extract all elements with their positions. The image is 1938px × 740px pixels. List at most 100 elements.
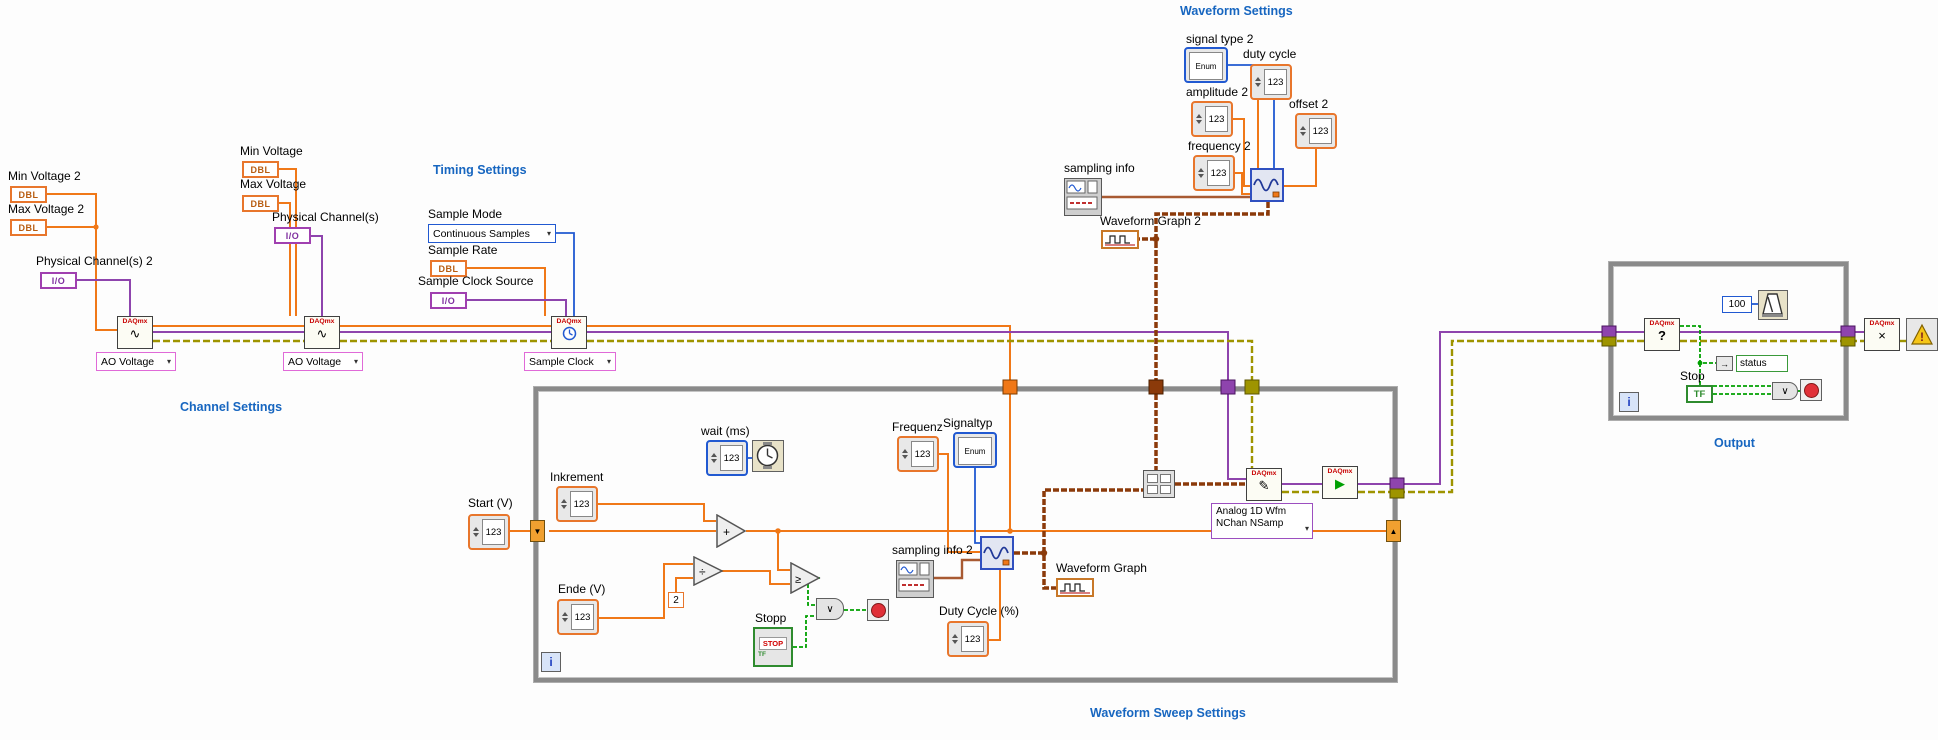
- wire-dbl: [599, 563, 693, 619]
- terminal-min-voltage-2[interactable]: DBL: [10, 186, 47, 203]
- terminal-sample-clock-source[interactable]: I/O: [430, 292, 467, 309]
- loop-condition-terminal-sweep[interactable]: [867, 599, 889, 621]
- shift-register-up-icon: ▲: [1389, 526, 1398, 536]
- basic-function-generator-vi[interactable]: [1250, 168, 1284, 202]
- label-sample-mode: Sample Mode: [428, 207, 503, 221]
- increment-decrement-icon[interactable]: [562, 604, 569, 630]
- numeric-control-wait-ms[interactable]: 123: [706, 440, 748, 476]
- play-icon: ▶: [1335, 476, 1345, 491]
- build-array-node[interactable]: [1143, 470, 1175, 498]
- indicator-waveform-graph-2[interactable]: [1101, 230, 1139, 249]
- loop-condition-terminal-output[interactable]: [1800, 379, 1822, 401]
- terminal-physical-channels-2[interactable]: I/O: [40, 272, 77, 289]
- wire-junction: [93, 224, 99, 230]
- numeric-control-amplitude-2[interactable]: 123: [1191, 101, 1233, 137]
- increment-decrement-icon[interactable]: [473, 519, 480, 545]
- greater-equal-function[interactable]: ≥: [790, 561, 822, 599]
- enum-control-signal-type-2[interactable]: Enum: [1184, 47, 1228, 83]
- cluster-control-sampling-info-2[interactable]: [896, 560, 934, 598]
- label-sample-clock-source: Sample Clock Source: [418, 274, 534, 288]
- numeric-control-offset-2[interactable]: 123: [1295, 113, 1337, 149]
- daqmx-clear-task-node[interactable]: DAQmx ×: [1864, 318, 1900, 351]
- stop-sign-icon: [870, 602, 886, 618]
- increment-decrement-icon[interactable]: [952, 626, 959, 652]
- daqmx-create-channel-node-1[interactable]: DAQmx ∿: [117, 316, 153, 349]
- question-icon: ?: [1658, 328, 1666, 343]
- selector-write-mode[interactable]: Analog 1D Wfm NChan NSamp ▾: [1211, 503, 1313, 539]
- cluster-control-sampling-info[interactable]: [1064, 178, 1102, 216]
- label-signal-type-2: signal type 2: [1186, 32, 1254, 46]
- wait-until-next-ms-multiple-function[interactable]: [1758, 290, 1788, 320]
- constant-2[interactable]: 2: [668, 592, 684, 608]
- numeric-value: 123: [911, 441, 934, 467]
- increment-decrement-icon[interactable]: [1196, 106, 1203, 132]
- loop-iteration-terminal-sweep[interactable]: i: [541, 652, 561, 672]
- selector-ao-voltage-2[interactable]: AO Voltage ▾: [283, 352, 363, 371]
- selector-continuous-samples[interactable]: Continuous Samples ▾: [428, 224, 556, 243]
- daqmx-logo: DAQmx: [1251, 470, 1277, 477]
- add-function[interactable]: +: [716, 513, 748, 553]
- selector-sample-clock[interactable]: Sample Clock ▾: [524, 352, 616, 371]
- wire-junction: [1152, 235, 1160, 243]
- terminal-max-voltage-2[interactable]: DBL: [10, 219, 47, 236]
- io-glyph: I/O: [51, 275, 66, 286]
- stop-button-stopp[interactable]: STOP TF: [753, 627, 793, 667]
- or-function-output[interactable]: ∨: [1772, 382, 1798, 400]
- wire-dbl: [47, 193, 117, 331]
- wire-dbl: [1233, 118, 1250, 187]
- section-label-sweep-settings: Waveform Sweep Settings: [1090, 706, 1246, 720]
- shift-register-right[interactable]: ▲: [1386, 520, 1401, 542]
- or-function[interactable]: ∨: [816, 598, 844, 620]
- wire-waveform: [1154, 202, 1270, 470]
- daqmx-timing-node[interactable]: DAQmx: [551, 316, 587, 349]
- label-wait-ms: wait (ms): [701, 424, 750, 438]
- divide-function[interactable]: ÷: [693, 555, 725, 591]
- terminal-min-voltage[interactable]: DBL: [242, 161, 279, 178]
- simple-error-handler-vi[interactable]: !: [1906, 318, 1938, 351]
- label-amplitude-2: amplitude 2: [1186, 85, 1249, 99]
- increment-decrement-icon[interactable]: [902, 441, 909, 467]
- increment-decrement-icon[interactable]: [1198, 160, 1205, 186]
- numeric-control-start-v[interactable]: 123: [468, 514, 510, 550]
- wire-dbl: [1284, 149, 1317, 187]
- wire-task: [587, 331, 1246, 480]
- terminal-physical-channels[interactable]: I/O: [274, 227, 311, 244]
- increment-decrement-icon[interactable]: [1255, 69, 1262, 95]
- numeric-value: 123: [570, 491, 593, 517]
- shift-register-left[interactable]: ▼: [530, 520, 545, 542]
- numeric-control-duty-cycle-pct[interactable]: 123: [947, 621, 989, 657]
- indicator-status[interactable]: status: [1736, 355, 1788, 372]
- enum-control-signaltyp[interactable]: Enum: [953, 432, 997, 468]
- label-frequency-2: frequency 2: [1188, 139, 1251, 153]
- loop-iteration-terminal-output[interactable]: i: [1619, 392, 1639, 412]
- indicator-waveform-graph[interactable]: [1056, 578, 1094, 597]
- enum-value: Enum: [958, 437, 992, 465]
- stop-button-glyph: STOP: [758, 636, 788, 650]
- basic-function-generator-vi-2[interactable]: [980, 536, 1014, 570]
- wire-junction: [1007, 528, 1013, 534]
- boolean-control-stop[interactable]: TF: [1686, 385, 1713, 403]
- terminal-sample-rate[interactable]: DBL: [430, 260, 467, 277]
- numeric-control-frequency-2[interactable]: 123: [1193, 155, 1235, 191]
- label-offset-2: offset 2: [1289, 97, 1329, 111]
- numeric-control-frequenz[interactable]: 123: [897, 436, 939, 472]
- numeric-control-ende-v[interactable]: 123: [557, 599, 599, 635]
- numeric-control-inkrement[interactable]: 123: [556, 486, 598, 522]
- daqmx-create-channel-node-2[interactable]: DAQmx ∿: [304, 316, 340, 349]
- daqmx-is-task-done-node[interactable]: DAQmx ?: [1644, 318, 1680, 351]
- wait-ms-function[interactable]: [752, 440, 784, 472]
- numeric-control-duty-cycle[interactable]: 123: [1250, 64, 1292, 100]
- tunnel: [1389, 477, 1405, 490]
- sine-wave-icon: [983, 546, 1010, 566]
- selector-ao-voltage-1[interactable]: AO Voltage ▾: [96, 352, 176, 371]
- increment-decrement-icon[interactable]: [1300, 118, 1307, 144]
- terminal-max-voltage[interactable]: DBL: [242, 195, 279, 212]
- constant-100[interactable]: 100: [1722, 296, 1752, 313]
- numeric-value: 123: [571, 604, 594, 630]
- increment-decrement-icon[interactable]: [711, 445, 718, 471]
- daqmx-start-task-node[interactable]: DAQmx ▶: [1322, 466, 1358, 499]
- wire-task: [1358, 331, 1644, 485]
- daqmx-write-node[interactable]: DAQmx ✎: [1246, 468, 1282, 501]
- increment-decrement-icon[interactable]: [561, 491, 568, 517]
- wire-bool: [1680, 325, 1716, 364]
